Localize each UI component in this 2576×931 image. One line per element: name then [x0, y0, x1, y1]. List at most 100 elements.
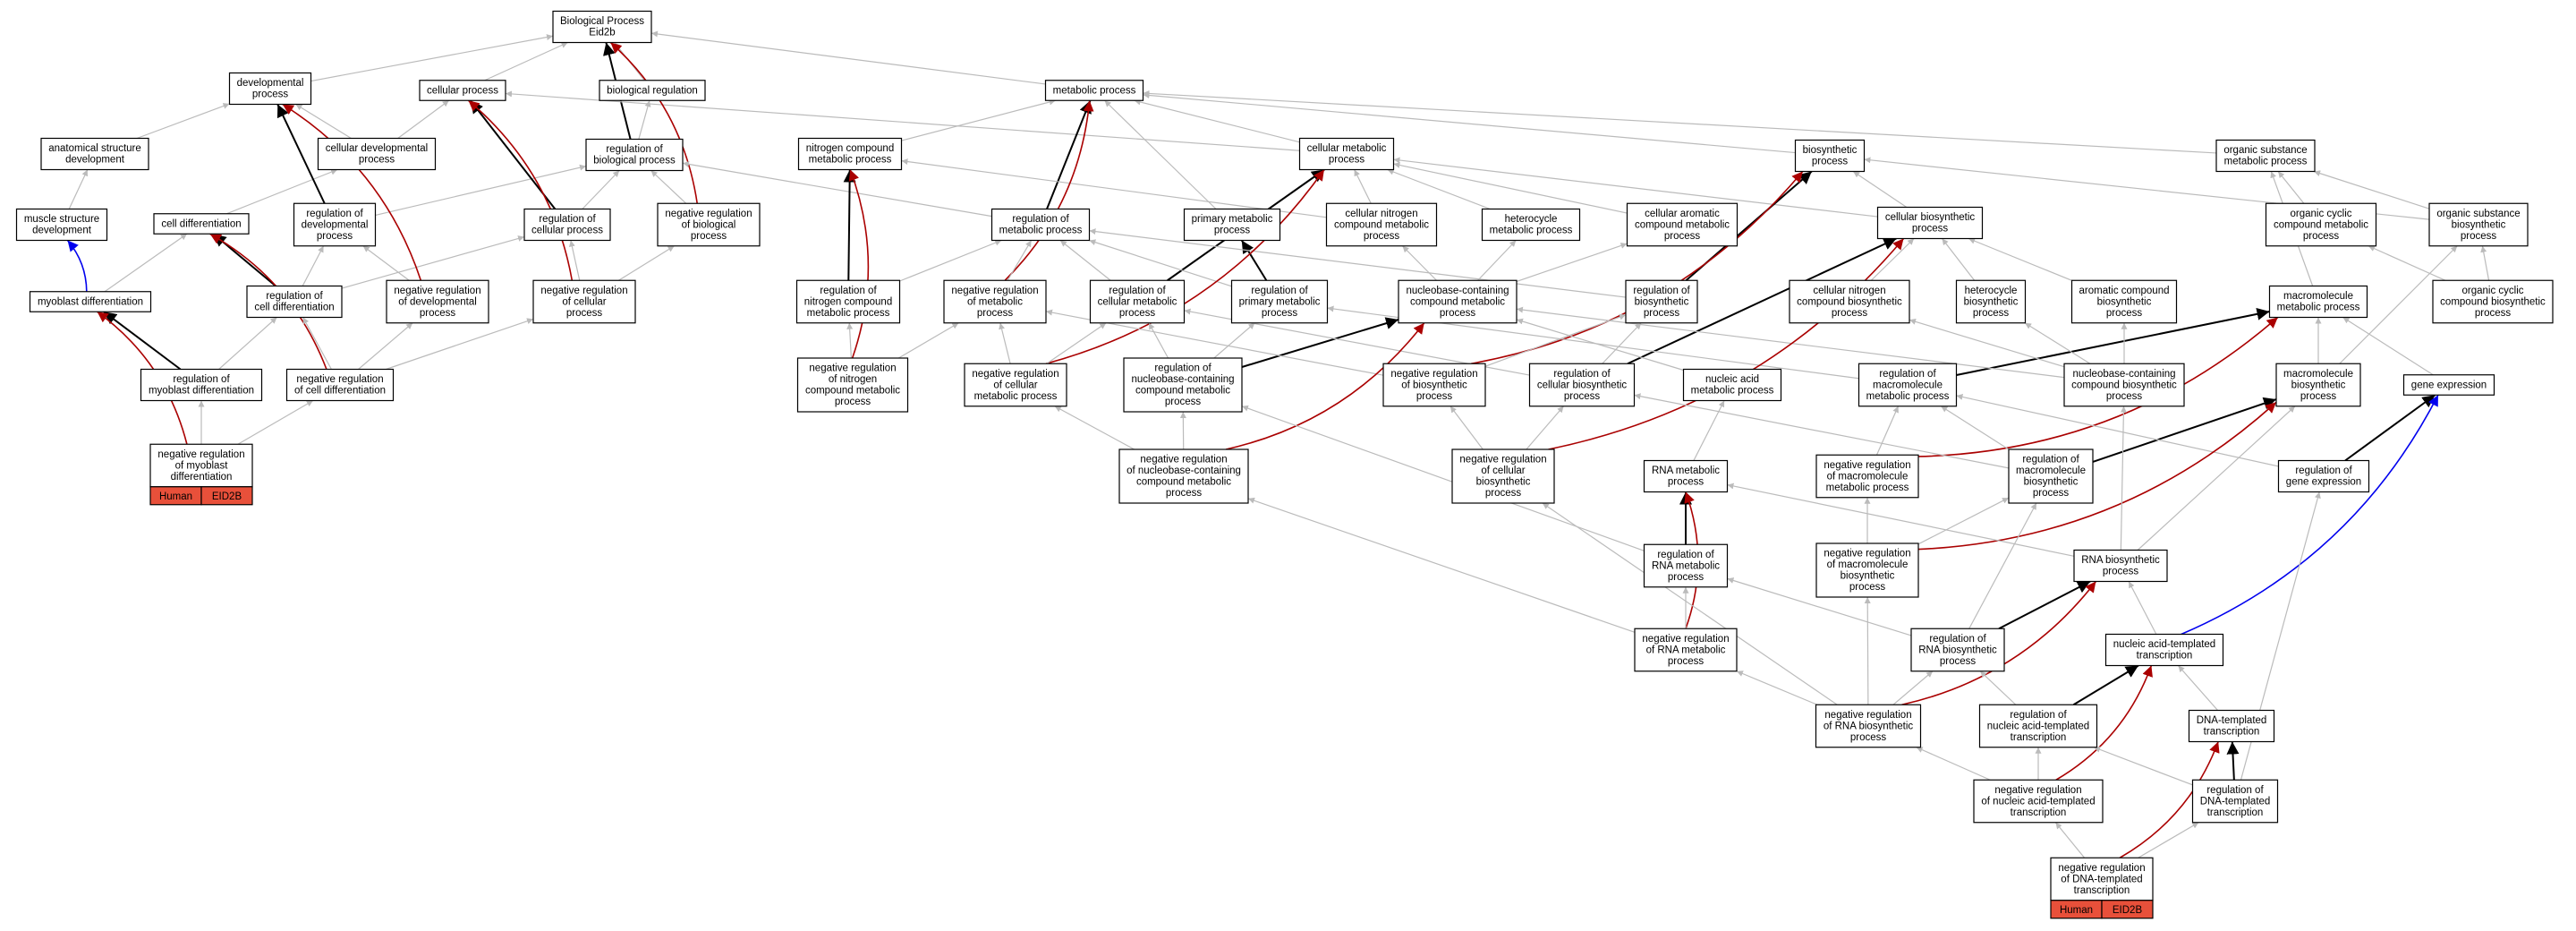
go-term-label-line: RNA metabolic: [1652, 560, 1720, 571]
go-term-label-line: metabolic process: [2224, 157, 2308, 167]
go-term-label-line: of RNA metabolic: [1646, 645, 1726, 655]
go-term-node-geneexp[interactable]: gene expression: [2402, 374, 2495, 396]
edge-negregnitro-to-nitro: [848, 169, 870, 359]
edge-regcelldiff-to-regdev: [302, 245, 325, 286]
go-term-label-line: process: [2033, 488, 2070, 499]
go-term-node-regmacrobio[interactable]: regulation ofmacromoleculebiosyntheticpr…: [2008, 448, 2094, 504]
go-term-node-myo[interactable]: myoblast differentiation: [29, 291, 152, 312]
go-term-label-line: developmental: [237, 78, 304, 89]
edge-negregcell-to-cellproc: [467, 99, 574, 281]
go-term-box: [599, 80, 706, 101]
go-term-label-line: negative regulation: [394, 286, 480, 296]
go-term-label-line: regulation of: [2022, 455, 2079, 466]
go-term-label-line: transcription: [2207, 807, 2264, 818]
go-term-node-metab[interactable]: metabolic process: [1044, 80, 1144, 101]
node-layer: Biological ProcessEid2bdevelopmentalproc…: [15, 10, 2554, 919]
edge-cellnitrobio-to-cellbiosyn: [1870, 238, 1915, 281]
edge-negregbio-to-bp: [609, 41, 699, 204]
go-term-node-cellproc[interactable]: cellular process: [419, 80, 506, 101]
go-term-label-line: regulation of: [606, 144, 663, 155]
go-term-label-line: regulation of: [539, 214, 596, 225]
annotation-tag-eid2b: [2101, 900, 2154, 919]
go-term-label-line: biosynthetic: [2097, 296, 2152, 307]
edge-celldev-to-cellproc: [397, 99, 450, 139]
go-term-label-line: biosynthetic: [1635, 296, 1689, 307]
go-term-node-celldiff[interactable]: cell differentiation: [153, 213, 250, 235]
go-term-box: [15, 208, 108, 242]
go-term-label-line: of macromolecule: [1827, 559, 1909, 570]
edge-negregbiosyn-to-biosyn: [1470, 170, 1804, 365]
edge-negregdev-to-dev: [282, 103, 422, 281]
edge-regmetab-to-metab: [1046, 99, 1092, 209]
go-term-label-line: process: [566, 308, 603, 319]
go-term-box: [523, 208, 611, 242]
go-term-node-bioreg[interactable]: biological regulation: [599, 80, 706, 101]
go-term-node-regnuc[interactable]: regulation ofnucleobase-containingcompou…: [1123, 357, 1243, 413]
go-term-box: [1876, 206, 1984, 240]
